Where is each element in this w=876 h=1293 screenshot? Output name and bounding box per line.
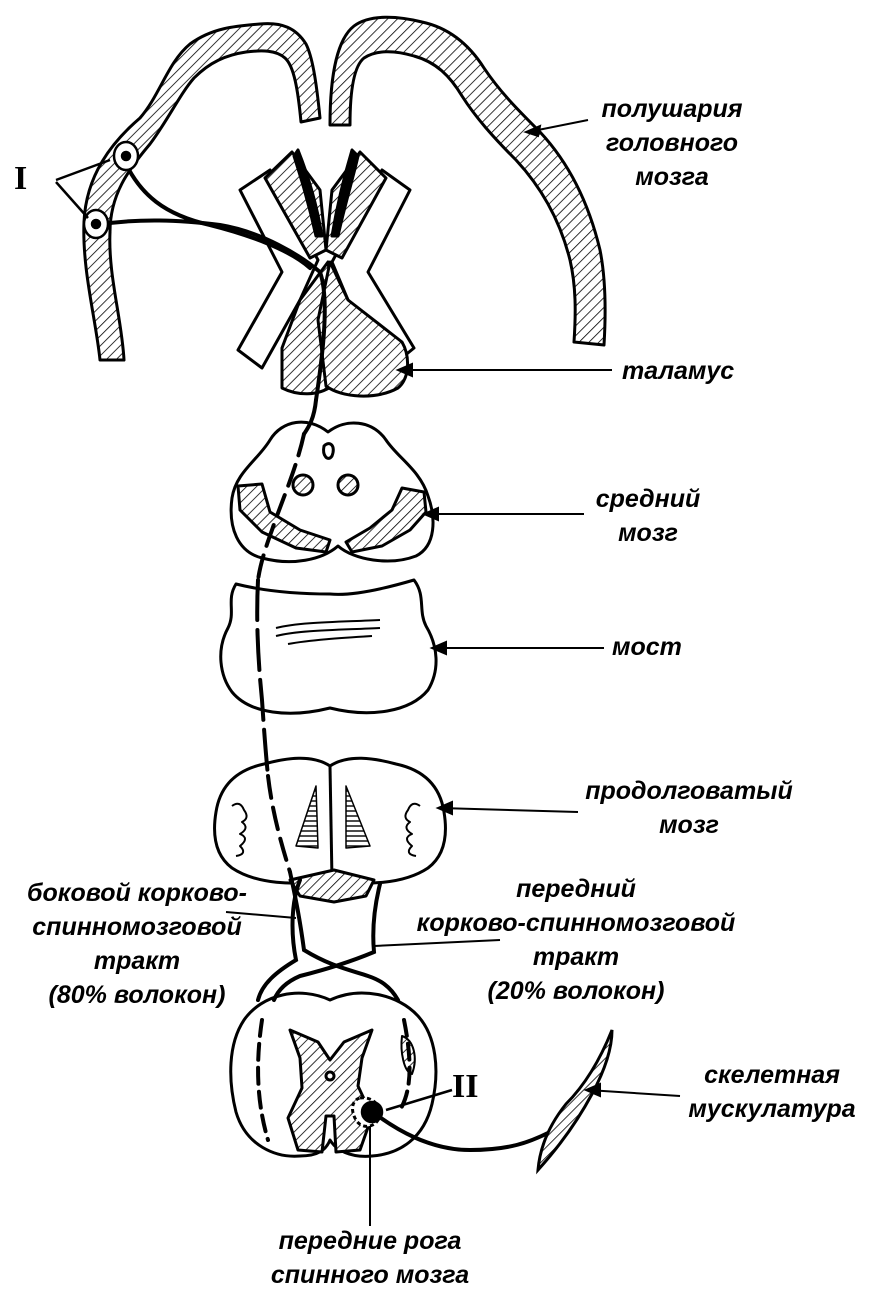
label-anterior-horns: передние рога спинного мозга <box>232 1224 508 1292</box>
label-lateral-tract-line-3: тракт <box>2 944 272 978</box>
label-thalamus: таламус <box>622 354 734 388</box>
label-pons-line-1: мост <box>612 630 682 664</box>
upper-neuron-nucleus-2 <box>92 220 100 228</box>
label-skeletal-muscle-line-2: мускулатура <box>672 1092 872 1126</box>
label-midbrain-line-2: мозг <box>578 516 718 550</box>
marker-lower-neuron: II <box>452 1068 478 1106</box>
leader-muscle <box>588 1090 680 1096</box>
label-hemispheres-line-2: головного <box>582 126 762 160</box>
label-anterior-tract-line-1: передний <box>376 872 776 906</box>
midbrain <box>231 422 433 561</box>
pons-outline <box>221 580 436 713</box>
label-midbrain: средний мозг <box>578 482 718 550</box>
lower-neuron-body <box>362 1102 382 1122</box>
label-hemispheres-line-3: мозга <box>582 160 762 194</box>
label-anterior-tract-line-4: (20% волокон) <box>376 974 776 1008</box>
skeletal-muscle <box>538 1030 612 1170</box>
label-anterior-tract: передний корково-спинномозговой тракт (2… <box>376 872 776 1008</box>
red-nucleus-left <box>293 475 313 495</box>
label-lateral-tract-line-1: боковой корково- <box>2 876 272 910</box>
label-hemispheres-line-1: полушария <box>582 92 762 126</box>
label-thalamus-line-1: таламус <box>622 354 734 388</box>
median-fissure <box>330 766 332 880</box>
label-lateral-tract: боковой корково- спинномозговой тракт (8… <box>2 876 272 1012</box>
leader-medulla <box>440 808 578 812</box>
label-medulla-line-2: мозг <box>560 808 818 842</box>
label-skeletal-muscle: скелетная мускулатура <box>672 1058 872 1126</box>
label-lateral-tract-line-2: спинномозговой <box>2 910 272 944</box>
pons <box>221 580 436 713</box>
label-medulla-line-1: продолговатый <box>560 774 818 808</box>
label-anterior-horns-line-2: спинного мозга <box>232 1258 508 1292</box>
label-hemispheres: полушария головного мозга <box>582 92 762 194</box>
marker-upper-neuron: I <box>14 160 27 198</box>
label-medulla: продолговатый мозг <box>560 774 818 842</box>
basal-ganglia-thalamus <box>238 150 414 396</box>
label-anterior-tract-line-3: тракт <box>376 940 776 974</box>
aqueduct <box>324 444 334 459</box>
muscle-shape <box>538 1030 612 1170</box>
upper-neuron-nucleus-1 <box>122 152 130 160</box>
label-pons: мост <box>612 630 682 664</box>
label-skeletal-muscle-line-1: скелетная <box>672 1058 872 1092</box>
label-anterior-tract-line-2: корково-спинномозговой <box>376 906 776 940</box>
label-midbrain-line-1: средний <box>578 482 718 516</box>
label-anterior-horns-line-1: передние рога <box>232 1224 508 1258</box>
label-lateral-tract-line-4: (80% волокон) <box>2 978 272 1012</box>
central-canal <box>326 1072 334 1080</box>
red-nucleus-right <box>338 475 358 495</box>
